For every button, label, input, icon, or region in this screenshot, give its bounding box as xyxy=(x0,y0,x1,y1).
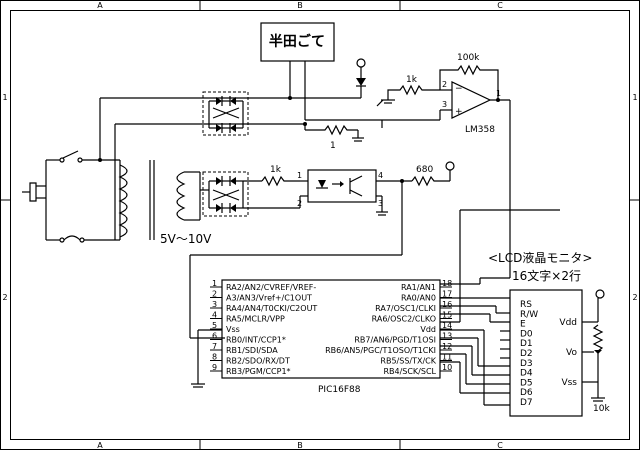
power-switch-icon xyxy=(46,150,120,163)
lcd-module: <LCD液晶モニタ> 16文字×2行 RSR/WED0D1D2D3D4D5D6D… xyxy=(488,250,592,417)
pic-pin-number: 13 xyxy=(442,332,452,341)
lcd-pin-name: E xyxy=(520,320,526,330)
pic-pin-name: RB4/SCK/SCL xyxy=(383,367,436,376)
row-marker-1-right: 1 xyxy=(632,93,637,102)
lcd-pin-name: Vss xyxy=(561,378,577,388)
pic-pin-number: 10 xyxy=(442,363,452,372)
col-marker-a-top: A xyxy=(97,1,103,10)
row-marker-2-right: 2 xyxy=(632,293,637,302)
r-100k-label: 100k xyxy=(457,53,480,63)
pic-pin-number: 4 xyxy=(212,311,217,320)
svg-text:−: − xyxy=(455,84,463,94)
lcd-pin-name: D4 xyxy=(520,369,533,379)
pic-pin-number: 1 xyxy=(212,279,217,288)
opto-pin-1: 1 xyxy=(297,171,302,180)
col-marker-b-top: B xyxy=(297,1,303,10)
col-marker-c-top: C xyxy=(497,1,503,10)
r-680-label: 680 xyxy=(416,165,433,175)
transformer-icon: 5V〜10V xyxy=(118,160,212,246)
pic-name: PIC16F88 xyxy=(318,385,361,395)
pic-pin-name: RA6/OSC2/CLKO xyxy=(372,315,436,324)
photocoupler-icon: 1 2 3 4 xyxy=(297,169,383,208)
lcd-pin-name: D0 xyxy=(520,329,533,339)
contrast-pot-icon: 10k xyxy=(592,324,610,414)
r-1k-mid-label: 1k xyxy=(270,165,282,175)
lcd-pin-name: RS xyxy=(520,300,532,310)
pic-pin-name: RA4/AN4/T0CKI/C2OUT xyxy=(226,304,317,313)
lcd-pin-name: D3 xyxy=(520,359,533,369)
pic-pin-number: 9 xyxy=(212,363,217,372)
lcd-pin-name: D5 xyxy=(520,378,533,388)
pic-pin-name: RB3/PGM/CCP1* xyxy=(226,367,291,376)
opto-pin-3: 3 xyxy=(378,199,383,208)
pic-pin-number: 11 xyxy=(442,353,452,362)
fuse-icon xyxy=(46,235,120,243)
pic-pin-name: RB0/INT/CCP1* xyxy=(226,336,286,345)
pic-pin-number: 7 xyxy=(212,342,217,351)
r-1-label: 1 xyxy=(330,141,336,151)
soldering-iron-label: 半田ごて xyxy=(269,33,325,50)
opamp-pin-3: 3 xyxy=(442,100,447,109)
pic-pin-number: 17 xyxy=(442,290,452,299)
pic-chip: PIC16F88 1 RA2/AN2/CVREF/VREF- 2 A3/AN3/Vre… xyxy=(210,279,452,395)
pic-pin-name: RA2/AN2/CVREF/VREF- xyxy=(226,283,316,292)
opamp-pin-2: 2 xyxy=(442,80,447,89)
r-1k-top-label: 1k xyxy=(406,75,418,85)
pot-label: 10k xyxy=(593,404,610,414)
lcd-pin-name: D7 xyxy=(520,398,533,408)
pic-pin-name: RA5/MCLR/VPP xyxy=(226,315,285,324)
pic-pin-name: RA1/AN1 xyxy=(401,283,436,292)
col-marker-a-bottom: A xyxy=(97,441,103,450)
ac-plug-icon xyxy=(22,160,47,240)
pic-pin-number: 2 xyxy=(212,290,217,299)
opto-pin-4: 4 xyxy=(378,171,383,180)
pic-pin-number: 6 xyxy=(212,332,217,341)
lcd-pin-name: D2 xyxy=(520,349,533,359)
pic-pin-name: Vss xyxy=(226,325,240,334)
opamp-label: LM358 xyxy=(465,125,495,135)
pic-pin-name: A3/AN3/Vref+/C1OUT xyxy=(226,294,312,303)
col-marker-b-bottom: B xyxy=(297,441,303,450)
row-marker-2-left: 2 xyxy=(2,293,7,302)
pic-pin-number: 16 xyxy=(442,300,452,309)
bridge-bottom xyxy=(202,171,249,217)
lcd-pin-name: D6 xyxy=(520,388,533,398)
svg-text:+: + xyxy=(455,107,463,117)
lcd-subtitle: 16文字×2行 xyxy=(512,268,581,283)
transformer-label: 5V〜10V xyxy=(160,232,212,246)
pic-pin-name: RB7/AN6/PGD/T1OSI xyxy=(354,336,436,345)
pic-lcd-wiring xyxy=(440,209,560,406)
lcd-pin-name: Vo xyxy=(566,348,577,358)
lcd-title: <LCD液晶モニタ> xyxy=(488,250,592,265)
pic-pin-number: 15 xyxy=(442,311,452,320)
pic-pin-number: 8 xyxy=(212,353,217,362)
pic-pin-number: 14 xyxy=(442,321,452,330)
op-amp-icon: − + 2 3 1 LM358 xyxy=(442,80,501,135)
pic-pin-name: RB2/SDO/RX/DT xyxy=(226,357,290,366)
soldering-iron-box: 半田ごて xyxy=(260,22,335,120)
supply-diode-icon xyxy=(290,58,366,99)
pic-pin-name: RB1/SDI/SDA xyxy=(226,346,278,355)
col-marker-c-bottom: C xyxy=(497,441,503,450)
lcd-pin-name: R/W xyxy=(520,310,538,320)
pic-pin-name: RB5/SS/TX/CK xyxy=(380,357,436,366)
row-marker-1-left: 1 xyxy=(2,93,7,102)
pic-pin-name: RA0/AN0 xyxy=(401,294,436,303)
pic-pin-name: RB6/AN5/PGC/T1OSO/T1CKI xyxy=(325,346,436,355)
pic-pin-number: 3 xyxy=(212,300,217,309)
pic-pin-number: 5 xyxy=(212,321,217,330)
lcd-pin-name: Vdd xyxy=(559,318,577,328)
pic-pin-name: RA7/OSC1/CLKI xyxy=(375,304,436,313)
lcd-pin-name: D1 xyxy=(520,339,533,349)
pic-pin-name: Vdd xyxy=(420,325,436,334)
